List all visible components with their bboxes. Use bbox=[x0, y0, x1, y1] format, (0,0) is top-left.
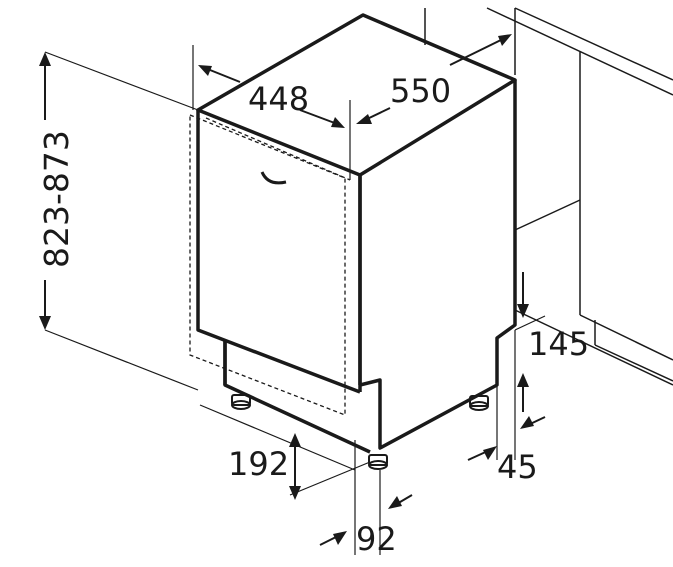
door-outline-dashed bbox=[189, 114, 351, 416]
front-panel bbox=[196, 110, 361, 394]
feet bbox=[231, 394, 489, 470]
top-face bbox=[196, 13, 517, 177]
cabinet-outline bbox=[424, 7, 673, 386]
plinth-height-label: 145 bbox=[528, 325, 589, 363]
door-offset-label: 192 bbox=[228, 445, 289, 483]
door-handle bbox=[260, 171, 287, 185]
depth-label: 550 bbox=[390, 72, 451, 110]
height-range-label: 823-873 bbox=[37, 130, 76, 268]
arrow-heads bbox=[39, 34, 534, 545]
dishwasher-body bbox=[196, 13, 517, 454]
extension-lines bbox=[44, 45, 546, 555]
plinth-min-label: 45 bbox=[497, 448, 538, 486]
side-plinth-step bbox=[359, 80, 517, 450]
width-label: 448 bbox=[248, 80, 309, 118]
foot-depth-label: 92 bbox=[356, 520, 397, 558]
